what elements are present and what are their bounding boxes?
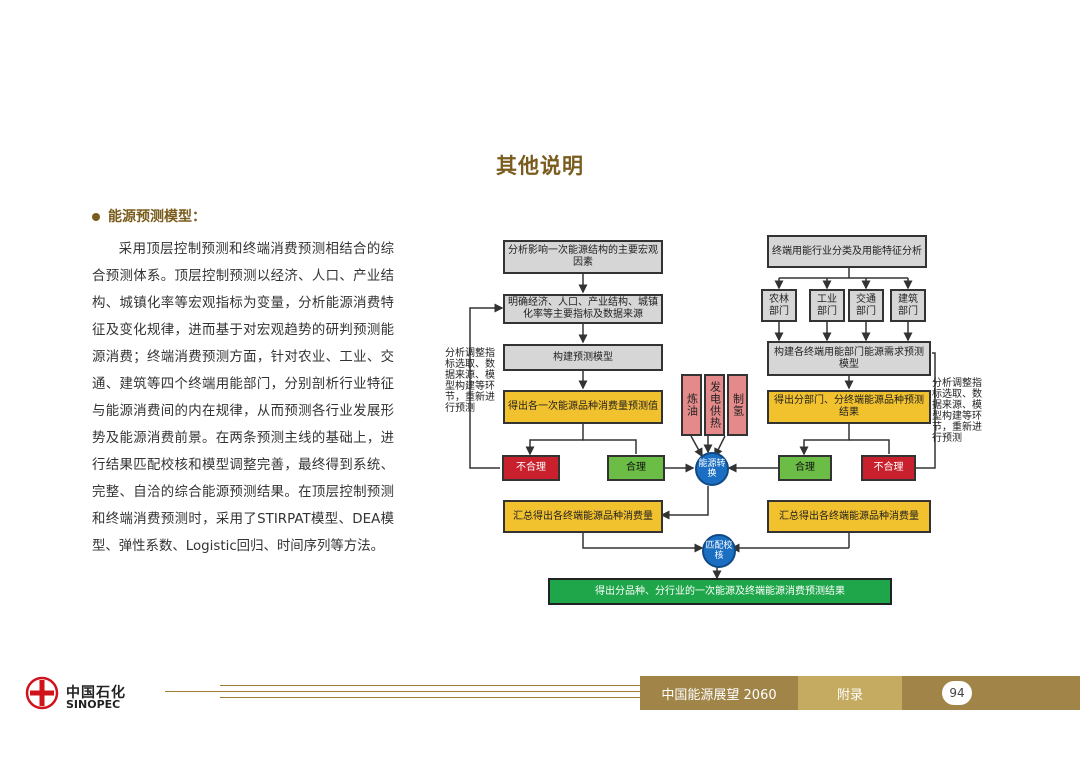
- left-result-box: 得出各一次能源品种消费量预测值: [503, 390, 663, 424]
- sector-agriculture-box: 农林部门: [761, 289, 797, 322]
- footer-rule-top: [220, 685, 640, 686]
- right-result-box: 得出分部门、分终端能源品种预测结果: [767, 390, 931, 424]
- sector-industry-box: 工业部门: [809, 289, 845, 322]
- left-feedback-text: 分析调整指标选取、数据来源、模型构建等环节，重新进行预测: [445, 348, 495, 414]
- flow-diagram: 分析影响一次能源结构的主要宏观因素 明确经济、人口、产业结构、城镇化率等主要指标…: [440, 228, 982, 608]
- left-summary-box: 汇总得出各终端能源品种消费量: [503, 500, 663, 533]
- left-macro-factors-box: 分析影响一次能源结构的主要宏观因素: [503, 240, 663, 274]
- refining-box: 炼油: [681, 374, 702, 436]
- power-heat-box: 发电供热: [704, 374, 725, 436]
- right-reasonable-box: 合理: [778, 455, 832, 481]
- left-model-box: 构建预测模型: [503, 344, 663, 371]
- right-model-box: 构建各终端用能部门能源需求预测模型: [767, 341, 931, 376]
- footer-rule-bottom: [220, 697, 640, 698]
- right-sector-analysis-box: 终端用能行业分类及用能特征分析: [767, 235, 927, 268]
- energy-conversion-circle: 能源转换: [695, 452, 729, 486]
- match-check-circle: 匹配校核: [702, 534, 736, 568]
- sector-transport-box: 交通部门: [848, 289, 884, 322]
- flow-connectors: [469, 268, 936, 580]
- section-paragraph: 采用顶层控制预测和终端消费预测相结合的综合预测体系。顶层控制预测以经济、人口、产…: [92, 242, 394, 554]
- final-result-box: 得出分品种、分行业的一次能源及终端能源消费预测结果: [548, 578, 892, 605]
- right-summary-box: 汇总得出各终端能源品种消费量: [767, 500, 931, 533]
- left-reasonable-box: 合理: [607, 455, 665, 481]
- footer-section-label: 附录: [798, 676, 902, 710]
- right-unreasonable-box: 不合理: [861, 455, 916, 481]
- section-heading-text: 能源预测模型：: [108, 209, 206, 225]
- footer-book-title: 中国能源展望 2060: [640, 676, 798, 710]
- left-indicators-box: 明确经济、人口、产业结构、城镇化率等主要指标及数据来源: [503, 294, 663, 324]
- footer-page-band: [902, 676, 1080, 710]
- hydrogen-box: 制氢: [727, 374, 748, 436]
- right-feedback-text: 分析调整指标选取、数据来源、模型构建等环节，重新进行预测: [932, 378, 982, 444]
- bullet-dot: [92, 213, 100, 221]
- page-title: 其他说明: [496, 154, 584, 178]
- logo-english-name: SINOPEC: [66, 698, 121, 711]
- left-unreasonable-box: 不合理: [502, 455, 560, 481]
- sinopec-logo-icon: [24, 676, 64, 714]
- page-number: 94: [942, 681, 972, 705]
- sector-building-box: 建筑部门: [890, 289, 926, 322]
- section-heading: 能源预测模型：: [92, 206, 206, 226]
- logo-chinese-name: 中国石化: [66, 685, 126, 701]
- footer-rule-middle: [165, 691, 640, 692]
